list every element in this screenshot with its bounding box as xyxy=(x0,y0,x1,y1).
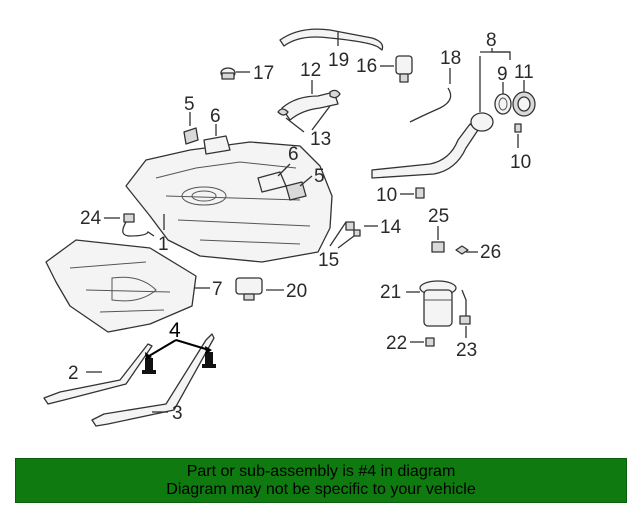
label-20: 20 xyxy=(286,281,307,302)
part-10-screw-b[interactable] xyxy=(415,187,425,199)
label-18: 18 xyxy=(440,48,461,69)
label-19: 19 xyxy=(328,50,349,71)
leader-15 xyxy=(329,221,355,249)
part-1-fuel-tank[interactable] xyxy=(125,141,333,263)
label-9: 9 xyxy=(497,64,508,85)
part-3-tank-strap[interactable] xyxy=(91,333,215,427)
banner-line-2: Diagram may not be specific to your vehi… xyxy=(166,480,476,498)
part-14-bracket[interactable] xyxy=(345,221,361,237)
parts-diagram: 19 17 16 12 13 18 8 9 xyxy=(43,28,536,427)
part-5-pad-a[interactable] xyxy=(183,127,199,145)
label-23: 23 xyxy=(456,340,477,361)
part-7-undercover[interactable] xyxy=(45,239,197,333)
label-13: 13 xyxy=(310,129,331,150)
label-25: 25 xyxy=(428,206,449,227)
part-4-strap-bolt-left[interactable] xyxy=(142,358,156,374)
label-10a: 10 xyxy=(510,152,531,173)
label-5a: 5 xyxy=(184,94,195,115)
leader-13 xyxy=(285,105,331,133)
part-19-vent-hose[interactable] xyxy=(279,28,384,51)
label-21: 21 xyxy=(380,282,401,303)
part-5-pad-b[interactable] xyxy=(285,181,307,201)
part-24-sender-wire[interactable] xyxy=(122,213,155,237)
label-11: 11 xyxy=(514,62,534,83)
part-12-filler-hose[interactable] xyxy=(281,91,339,121)
label-8: 8 xyxy=(486,30,497,51)
label-12: 12 xyxy=(300,60,321,81)
label-10b: 10 xyxy=(376,185,397,206)
label-24: 24 xyxy=(80,208,102,229)
part-25-connector[interactable] xyxy=(431,241,445,253)
leader-4 xyxy=(148,339,210,357)
label-22: 22 xyxy=(386,333,407,354)
label-15: 15 xyxy=(318,250,339,271)
label-3: 3 xyxy=(172,403,183,424)
label-4: 4 xyxy=(169,319,181,342)
leader-5b xyxy=(299,175,313,187)
label-5b: 5 xyxy=(314,166,325,187)
part-17-clip[interactable] xyxy=(220,67,236,80)
part-21-fuel-pump[interactable] xyxy=(419,280,457,327)
part-6-pad-a[interactable] xyxy=(203,135,231,155)
label-1: 1 xyxy=(158,234,169,255)
part-8-filler-neck[interactable] xyxy=(371,112,494,179)
part-18-breather-tube[interactable] xyxy=(409,87,452,123)
leader-6b xyxy=(277,163,291,177)
part-2-tank-strap[interactable] xyxy=(43,343,153,405)
part-13-hose-clamp[interactable] xyxy=(277,89,341,116)
part-20-valve[interactable] xyxy=(235,277,263,301)
label-14: 14 xyxy=(380,217,402,238)
label-2: 2 xyxy=(68,363,79,384)
info-banner: Part or sub-assembly is #4 in diagram Di… xyxy=(15,458,627,503)
label-7: 7 xyxy=(212,279,223,300)
part-10-screw-a[interactable] xyxy=(514,123,522,133)
leader-4-arrowheads xyxy=(145,346,212,360)
label-16: 16 xyxy=(356,56,377,77)
part-4-strap-bolt-right[interactable] xyxy=(202,352,216,368)
label-17: 17 xyxy=(253,63,274,84)
label-6b: 6 xyxy=(288,144,299,165)
part-22-clip[interactable] xyxy=(425,337,435,347)
banner-line-1: Part or sub-assembly is #4 in diagram xyxy=(186,462,456,480)
label-26: 26 xyxy=(480,242,501,263)
part-23-sender-unit[interactable] xyxy=(459,289,471,325)
part-16-vent-valve[interactable] xyxy=(395,55,413,83)
part-26-clip[interactable] xyxy=(455,245,469,255)
label-6a: 6 xyxy=(210,106,221,127)
part-11-fuel-cap[interactable] xyxy=(512,91,536,117)
part-9-gasket[interactable] xyxy=(494,93,512,115)
